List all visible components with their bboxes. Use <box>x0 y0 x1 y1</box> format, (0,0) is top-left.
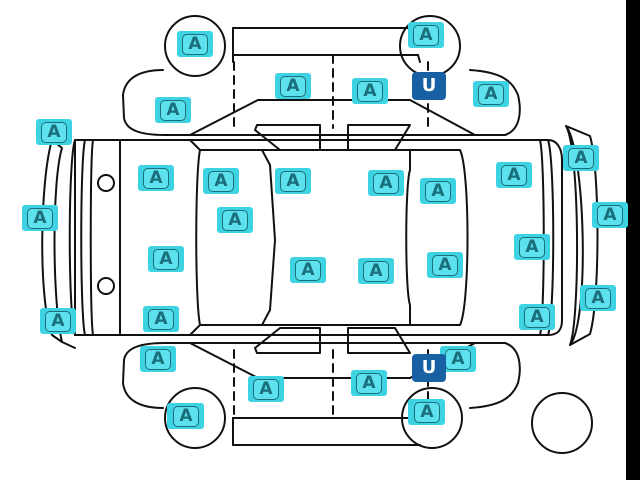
damage-marker[interactable]: A <box>420 178 456 204</box>
damage-marker[interactable]: A <box>563 145 599 171</box>
damage-marker[interactable]: A <box>148 246 184 272</box>
bottom-side-profile <box>122 327 521 449</box>
damage-marker[interactable]: A <box>358 258 394 284</box>
damage-marker[interactable]: A <box>22 205 58 231</box>
damage-marker[interactable]: A <box>177 31 213 57</box>
damage-marker[interactable]: A <box>168 403 204 429</box>
damage-marker[interactable]: A <box>580 285 616 311</box>
damage-marker[interactable]: A <box>592 202 628 228</box>
damage-marker[interactable]: A <box>203 168 239 194</box>
damage-marker[interactable]: A <box>40 308 76 334</box>
damage-marker[interactable]: A <box>138 165 174 191</box>
damage-marker[interactable]: A <box>351 370 387 396</box>
damage-marker[interactable]: A <box>440 346 476 372</box>
damage-marker[interactable]: A <box>36 119 72 145</box>
damage-marker[interactable]: A <box>275 73 311 99</box>
damage-marker[interactable]: A <box>248 376 284 402</box>
damage-marker[interactable]: A <box>275 168 311 194</box>
damage-marker[interactable]: A <box>217 207 253 233</box>
damage-marker[interactable]: A <box>290 257 326 283</box>
damage-marker[interactable]: A <box>352 78 388 104</box>
damage-marker[interactable]: A <box>496 162 532 188</box>
front-bumper <box>41 139 76 349</box>
damage-marker[interactable]: A <box>409 399 445 425</box>
damage-marker[interactable]: A <box>519 304 555 330</box>
damage-marker[interactable]: A <box>473 81 509 107</box>
edge-bar <box>626 0 640 480</box>
damage-marker[interactable]: A <box>368 170 404 196</box>
damage-marker[interactable]: A <box>408 22 444 48</box>
damage-marker[interactable]: A <box>140 346 176 372</box>
damage-marker[interactable]: A <box>143 306 179 332</box>
top-roof-strip <box>232 27 419 56</box>
damage-marker[interactable]: A <box>155 97 191 123</box>
damage-marker[interactable]: A <box>427 252 463 278</box>
spare-tire <box>531 392 593 454</box>
damage-marker[interactable]: A <box>514 234 550 260</box>
unknown-marker[interactable]: U <box>412 354 446 382</box>
bottom-roof-strip <box>232 417 421 446</box>
unknown-marker[interactable]: U <box>412 72 446 100</box>
